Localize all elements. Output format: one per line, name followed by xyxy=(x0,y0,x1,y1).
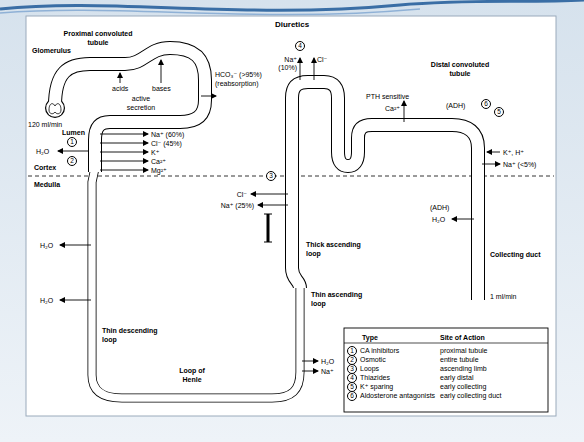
legend-cell: Osmotic xyxy=(360,355,386,364)
structure-label: Distal convoluted tubule xyxy=(420,60,500,78)
structure-label: Collecting duct xyxy=(490,250,541,259)
structure-label: Thick ascending loop xyxy=(306,240,364,258)
legend-header: Site of Action xyxy=(440,333,485,342)
impermeable-bar xyxy=(264,214,272,242)
ion-label: acids xyxy=(112,84,128,93)
ion-label: Cl⁻ xyxy=(237,190,247,199)
ion-label: Cl⁻ xyxy=(317,55,327,64)
diagram-title: Diuretics xyxy=(275,20,309,30)
ion-label: Na⁺ (<5%) xyxy=(503,160,536,169)
transport-arrows xyxy=(58,58,500,371)
flow-label: 1 ml/min xyxy=(490,292,516,301)
legend-cell: early distal xyxy=(440,373,473,382)
legend-cell: CA inhibitors xyxy=(360,346,399,355)
glomerulus-capsule xyxy=(45,98,65,118)
glomerulus-tuft xyxy=(49,104,61,114)
legend-cell: proximal tubule xyxy=(440,346,487,355)
structure-label: Lumen xyxy=(62,128,85,137)
legend-cell: Loops xyxy=(360,364,379,373)
slide-swoosh xyxy=(0,0,584,10)
hormone-label: PTH sensitive xyxy=(366,92,409,101)
legend-cell: ascending limb xyxy=(440,364,487,373)
callout-number: 1 xyxy=(67,137,77,147)
glomerulus-capsule xyxy=(46,99,64,117)
ion-label: Ca²⁺ xyxy=(385,104,400,113)
legend-cell: Thiazides xyxy=(360,373,390,382)
legend-header: Type xyxy=(362,333,378,342)
zone-label: Cortex xyxy=(34,163,56,172)
ion-label: K⁺, H⁺ xyxy=(503,148,524,157)
legend-cell: K⁺ sparing xyxy=(360,382,393,391)
hormone-label: (ADH) xyxy=(430,203,449,212)
ion-label: Na⁺ (60%) xyxy=(151,130,184,139)
ion-label: Cl⁻ (45%) xyxy=(151,139,182,148)
callout-number: 6 xyxy=(347,391,357,401)
legend-cell: early collecting duct xyxy=(440,391,501,400)
callout-number: 4 xyxy=(295,41,305,51)
process-label: active secretion xyxy=(124,94,158,112)
structure-label: Thin ascending loop xyxy=(311,290,366,308)
callout-number: 6 xyxy=(481,99,491,109)
hormone-label: (ADH) xyxy=(446,101,465,110)
legend-table xyxy=(344,328,548,412)
ion-label: Na⁺ (25%) xyxy=(221,201,254,210)
ion-label: H₂O xyxy=(36,147,49,156)
ion-label: H₂O xyxy=(432,215,445,224)
legend-cell: Aldosterone antagonists xyxy=(360,391,436,400)
structure-label: Thin descending loop xyxy=(102,326,164,344)
callout-number: 5 xyxy=(494,107,504,117)
ion-label: Ca²⁺ xyxy=(151,157,166,166)
legend-header-rule xyxy=(344,343,548,344)
callout-number: 3 xyxy=(266,171,276,181)
ion-label: bases xyxy=(152,84,171,93)
ion-label: H₂O xyxy=(40,241,53,250)
ion-label: HCO₃⁻ (>95%) (reabsorption) xyxy=(215,70,267,88)
ion-label: Mg²⁺ xyxy=(151,166,167,175)
legend-cell: early collecting xyxy=(440,382,486,391)
structure-label: Proximal convoluted tubule xyxy=(58,29,138,47)
ion-label: K⁺ xyxy=(151,148,159,157)
figure-panel xyxy=(26,16,556,416)
callout-number: 2 xyxy=(67,156,77,166)
slide-swoosh xyxy=(0,9,420,15)
ion-label: Na⁺ xyxy=(284,55,297,64)
flow-label: 120 ml/min xyxy=(28,120,62,129)
structure-label: Glomerulus xyxy=(32,46,71,55)
ion-label: Na⁺ xyxy=(321,367,334,376)
structure-label: Loop of Henle xyxy=(170,366,214,384)
legend-cell: entire tubule xyxy=(440,355,479,364)
ion-label: H₂O xyxy=(321,357,334,366)
ion-label: (10%) xyxy=(278,63,297,72)
zone-label: Medulla xyxy=(34,180,60,189)
ion-label: H₂O xyxy=(40,296,53,305)
